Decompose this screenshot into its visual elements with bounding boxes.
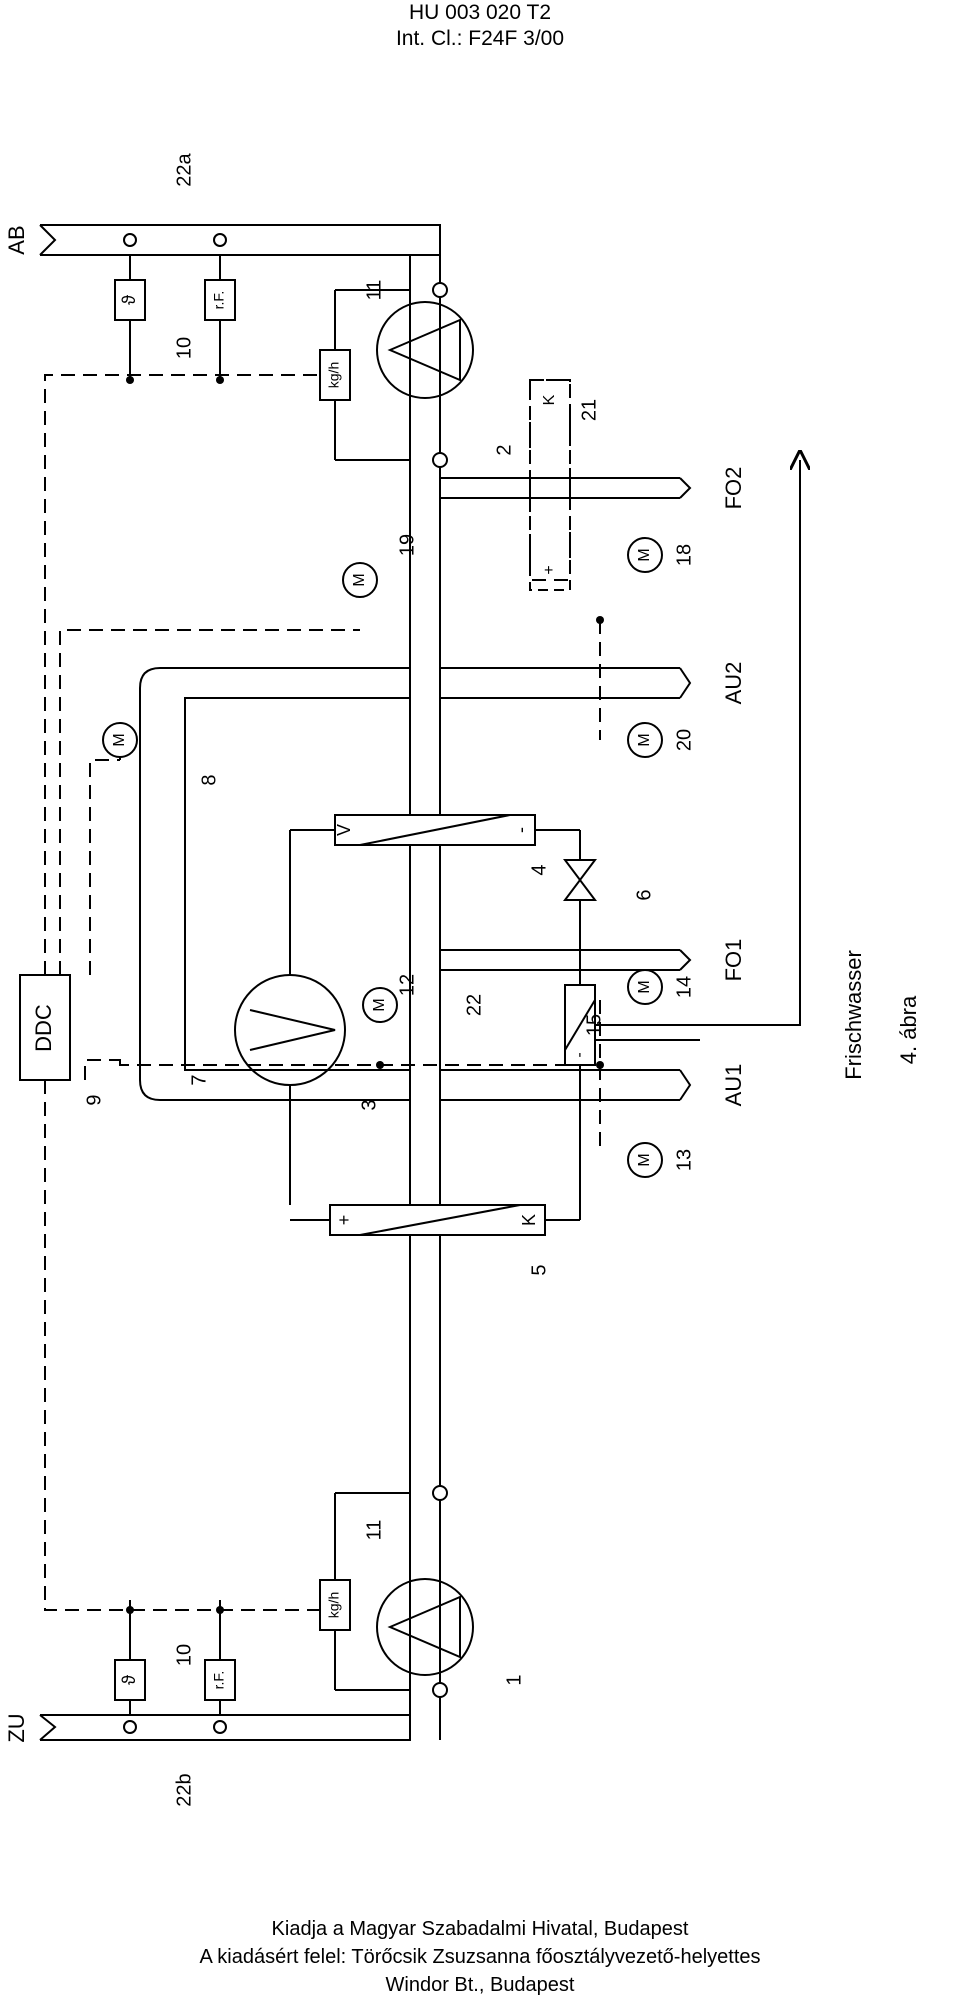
port-au1: AU1 xyxy=(721,1064,746,1107)
hx5-k-label: K xyxy=(519,1214,539,1226)
footer-line-3: Windor Bt., Budapest xyxy=(385,1974,575,1996)
sensor-humidity-bottom xyxy=(204,1600,236,1734)
int-class: Int. Cl.: F24F 3/00 xyxy=(395,27,565,50)
valve-6 xyxy=(563,859,597,901)
ref-22: 22 xyxy=(463,994,485,1016)
ref-1: 1 xyxy=(503,1674,525,1685)
ref-19: 19 xyxy=(396,534,418,556)
flowmeter-top xyxy=(319,289,410,461)
ref-2: 2 xyxy=(493,444,515,455)
damper-plus: + xyxy=(541,565,558,574)
ddc-label: DDC xyxy=(31,1004,56,1052)
port-au2: AU2 xyxy=(721,662,746,705)
temp-symbol-bottom: ϑ xyxy=(119,1675,139,1685)
ref-4: 4 xyxy=(528,864,550,875)
motor-18-symbol: M xyxy=(636,548,653,561)
ddc-controller xyxy=(19,974,71,1081)
compressor-3 xyxy=(234,830,346,1205)
figure-label: 4. ábra xyxy=(896,995,921,1064)
sensor-humidity-top xyxy=(204,233,236,380)
motor-13 xyxy=(627,1142,663,1178)
motor-8 xyxy=(102,722,138,758)
flowmeter-top-label: kg/h xyxy=(326,362,342,388)
motor-18 xyxy=(627,537,663,573)
port-fo2: FO2 xyxy=(721,467,746,510)
motor-12 xyxy=(362,987,398,1023)
ref-11-bottom: 11 xyxy=(363,1520,385,1541)
main-duct xyxy=(39,224,441,1741)
ref-21: 21 xyxy=(578,399,600,421)
ref-11-top: 11 xyxy=(363,280,385,301)
hx4-minus: - xyxy=(511,827,531,833)
heat-exchanger-15 xyxy=(564,984,596,1066)
ref-20: 20 xyxy=(673,729,695,751)
humidity-label-bottom: r.F. xyxy=(211,1671,227,1690)
humidity-label-top: r.F. xyxy=(211,291,227,310)
ref-6: 6 xyxy=(633,889,655,900)
fresh-water-line xyxy=(595,460,800,1041)
motor-20-symbol: M xyxy=(636,733,653,746)
footer-line-1: Kiadja a Magyar Szabadalmi Hivatal, Buda… xyxy=(271,1918,689,1940)
fresh-water-label: Frischwasser xyxy=(841,950,866,1080)
port-zu: ZU xyxy=(4,1713,29,1742)
document-number: HU 003 020 T2 xyxy=(408,1,552,24)
ref-10-top: 10 xyxy=(173,337,195,359)
port-ab: AB xyxy=(4,225,29,254)
footer-line-2: A kiadásért felel: Törőcsik Zsuzsanna fő… xyxy=(199,1946,761,1968)
motor-20 xyxy=(627,722,663,758)
ref-13: 13 xyxy=(673,1149,695,1171)
motor-19-symbol: M xyxy=(351,573,368,586)
control-lines xyxy=(44,374,601,1611)
ref-22b: 22b xyxy=(173,1773,195,1806)
motor-13-symbol: M xyxy=(636,1153,653,1166)
fan-2 xyxy=(376,282,474,468)
ref-15: 15 xyxy=(583,1014,605,1036)
ref-10-bottom: 10 xyxy=(173,1644,195,1666)
ref-12: 12 xyxy=(396,974,418,996)
refrigerant-lines xyxy=(579,830,581,1220)
ref-14: 14 xyxy=(673,976,695,998)
ref-3: 3 xyxy=(358,1099,380,1110)
heat-exchanger-4 xyxy=(290,814,580,846)
sensor-temp-bottom xyxy=(114,1600,146,1734)
ref-22a: 22a xyxy=(173,152,195,186)
ref-8: 8 xyxy=(198,774,220,785)
damper-21 xyxy=(529,379,571,591)
motor-19 xyxy=(342,562,378,598)
port-fo1: FO1 xyxy=(721,939,746,982)
bypass-duct-7 xyxy=(139,667,410,1101)
heat-exchanger-5 xyxy=(290,1204,580,1236)
damper-k-label: K xyxy=(541,394,558,405)
sensor-temp-top xyxy=(114,233,146,380)
motor-12-symbol: M xyxy=(371,998,388,1011)
ref-18: 18 xyxy=(673,544,695,566)
temp-symbol-top: ϑ xyxy=(119,295,139,305)
hx4-v-label: V xyxy=(334,824,354,836)
motor-8-symbol: M xyxy=(111,733,128,746)
ref-5: 5 xyxy=(528,1264,550,1275)
ref-9: 9 xyxy=(83,1094,105,1105)
ref-7: 7 xyxy=(188,1074,210,1085)
motor-14 xyxy=(627,969,663,1005)
fan-1 xyxy=(376,1485,474,1698)
hx15-minus: - xyxy=(571,1052,588,1057)
hx5-plus: + xyxy=(334,1215,354,1226)
flowmeter-bottom-label: kg/h xyxy=(326,1592,342,1618)
motor-14-symbol: M xyxy=(636,980,653,993)
flowmeter-bottom xyxy=(319,1492,410,1691)
